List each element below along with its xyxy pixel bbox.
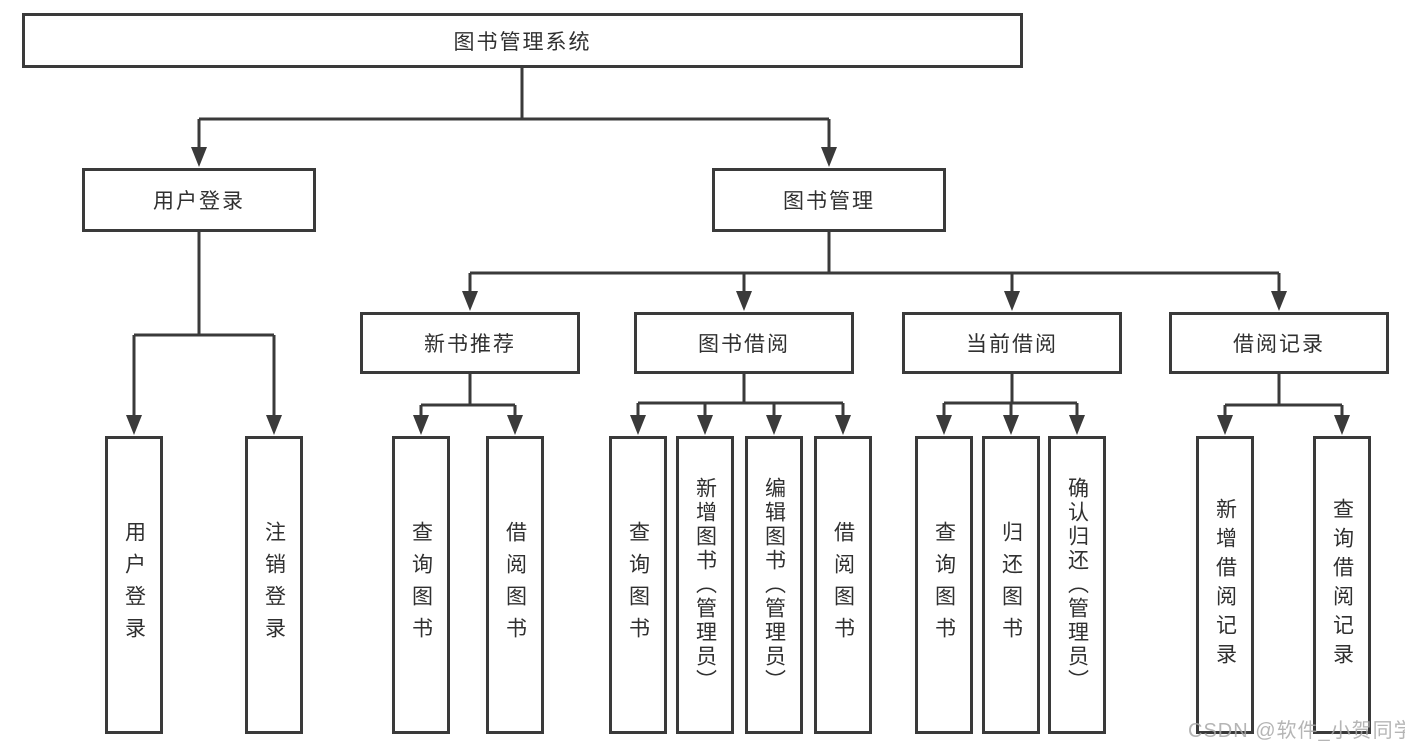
node-book-borrowing: 图书借阅	[634, 312, 854, 374]
arrowhead	[835, 415, 851, 435]
leaf-label: 查询图书	[626, 521, 650, 649]
arrowhead	[630, 415, 646, 435]
arrowheads-records-leaves	[1217, 415, 1350, 435]
node-label: 图书管理	[783, 190, 875, 213]
node-new-book-recommend: 新书推荐	[360, 312, 580, 374]
arrowhead	[821, 147, 837, 167]
node-label: 借阅记录	[1233, 333, 1325, 356]
node-label: 图书借阅	[698, 333, 790, 356]
connector-root-to-level2	[197, 67, 831, 150]
node-library-system-root: 图书管理系统	[22, 13, 1023, 68]
connector-borrow-to-leaves	[636, 373, 845, 418]
leaf-label: 用户登录	[122, 521, 146, 649]
connector-login-to-leaves	[132, 232, 276, 418]
arrowhead	[1069, 415, 1085, 435]
leaf-label: 查询借阅记录	[1330, 498, 1354, 672]
leaf-add-books-admin: 新增图书（管理员）	[676, 436, 734, 734]
leaf-label: 借阅图书	[503, 521, 527, 649]
node-borrowing-records: 借阅记录	[1169, 312, 1389, 374]
leaf-edit-books-admin: 编辑图书（管理员）	[745, 436, 803, 734]
arrowhead	[1217, 415, 1233, 435]
arrowheads-rec-leaves	[413, 415, 523, 435]
node-current-borrowing: 当前借阅	[902, 312, 1122, 374]
leaf-label: 编辑图书（管理员）	[762, 477, 786, 693]
arrowhead	[126, 415, 142, 435]
node-label: 当前借阅	[966, 333, 1058, 356]
arrowhead	[766, 415, 782, 435]
node-label: 用户登录	[153, 190, 245, 213]
leaf-query-books-recommend: 查询图书	[392, 436, 450, 734]
node-label: 图书管理系统	[453, 30, 592, 54]
arrowhead	[1334, 415, 1350, 435]
leaf-return-books: 归还图书	[982, 436, 1040, 734]
leaf-query-borrow-record: 查询借阅记录	[1313, 436, 1371, 734]
arrowhead	[413, 415, 429, 435]
leaf-label: 借阅图书	[831, 521, 855, 649]
connector-records-to-leaves	[1223, 373, 1344, 418]
arrowheads-login-leaves	[126, 415, 282, 435]
node-book-management-group: 图书管理	[712, 168, 946, 232]
leaf-label: 新增借阅记录	[1213, 498, 1237, 672]
connector-mgmt-to-level3	[468, 232, 1281, 294]
arrowhead	[1004, 291, 1020, 311]
connector-rec-to-leaves	[419, 373, 517, 418]
leaf-confirm-return-admin: 确认归还（管理员）	[1048, 436, 1106, 734]
arrowheads-current-leaves	[936, 415, 1085, 435]
connector-current-to-leaves	[942, 373, 1079, 418]
leaf-label: 新增图书（管理员）	[693, 477, 717, 693]
arrowheads-level2	[191, 147, 837, 167]
arrowhead	[507, 415, 523, 435]
arrowheads-borrow-leaves	[630, 415, 851, 435]
leaf-query-books-borrowing: 查询图书	[609, 436, 667, 734]
leaf-label: 查询图书	[932, 521, 956, 649]
leaf-user-login: 用户登录	[105, 436, 163, 734]
leaf-logout: 注销登录	[245, 436, 303, 734]
leaf-query-books-current: 查询图书	[915, 436, 973, 734]
arrowhead	[266, 415, 282, 435]
arrowheads-level3	[462, 291, 1287, 311]
csdn-watermark: CSDN @软件_小贺同学	[1188, 720, 1405, 742]
leaf-borrow-books-recommend: 借阅图书	[486, 436, 544, 734]
leaf-add-borrow-record: 新增借阅记录	[1196, 436, 1254, 734]
leaf-label: 查询图书	[409, 521, 433, 649]
node-label: 新书推荐	[424, 333, 516, 356]
leaf-label: 注销登录	[262, 521, 286, 649]
arrowhead	[697, 415, 713, 435]
arrowhead	[1271, 291, 1287, 311]
leaf-borrow-books-borrowing: 借阅图书	[814, 436, 872, 734]
arrowhead	[736, 291, 752, 311]
leaf-label: 确认归还（管理员）	[1065, 477, 1089, 693]
arrowhead	[936, 415, 952, 435]
node-user-login-group: 用户登录	[82, 168, 316, 232]
leaf-label: 归还图书	[999, 521, 1023, 649]
arrowhead	[191, 147, 207, 167]
arrowhead	[462, 291, 478, 311]
arrowhead	[1003, 415, 1019, 435]
